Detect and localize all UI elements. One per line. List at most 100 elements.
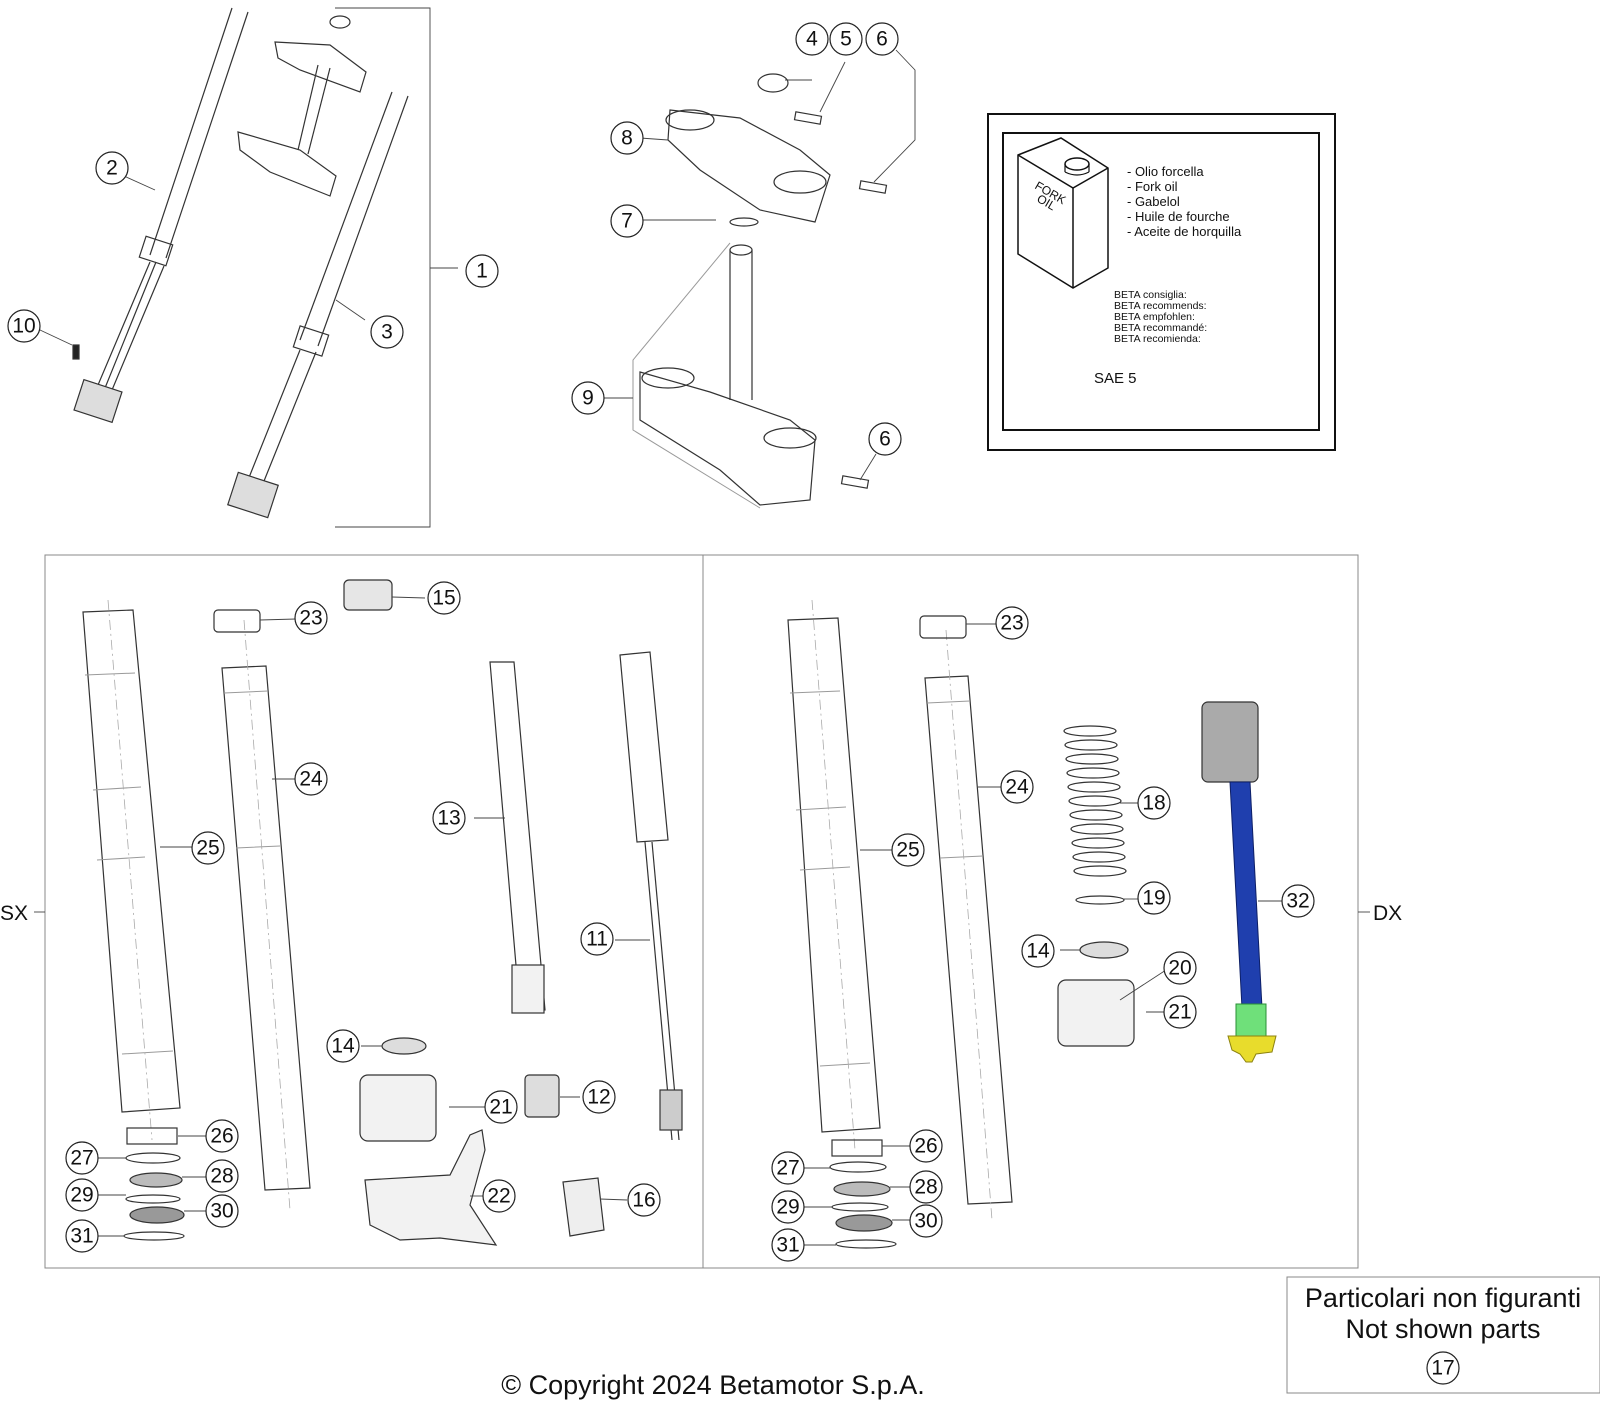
- oil-can-icon: FORK OIL: [1017, 137, 1109, 289]
- callout-4: 4: [795, 22, 829, 56]
- svg-text:21: 21: [489, 1096, 512, 1119]
- not-shown-line2: Not shown parts: [1345, 1314, 1540, 1344]
- not-shown-line1: Particolari non figuranti: [1305, 1283, 1581, 1313]
- callout-13: 13: [432, 801, 466, 835]
- svg-text:17: 17: [1431, 1357, 1454, 1380]
- callout-28b: 28: [909, 1170, 943, 1204]
- callout-bubbles: 1 2 3 4 5 6 7 8 9 6 10 23 15 24 25 13 11…: [7, 22, 1315, 1262]
- green-spring: [1235, 1003, 1267, 1037]
- callout-25a: 25: [191, 831, 225, 865]
- svg-text:20: 20: [1168, 957, 1191, 980]
- svg-text:14: 14: [1026, 940, 1050, 963]
- oil-name-de: - Gabelol: [1127, 194, 1180, 209]
- recommends-fr: BETA recommandé:: [1114, 322, 1207, 334]
- svg-text:28: 28: [914, 1176, 937, 1199]
- callout-30a: 30: [205, 1194, 239, 1228]
- svg-text:13: 13: [437, 807, 460, 830]
- callout-8: 8: [610, 121, 644, 155]
- svg-text:29: 29: [776, 1196, 799, 1219]
- svg-text:3: 3: [381, 321, 393, 344]
- recommends-en: BETA recommends:: [1114, 300, 1207, 312]
- svg-text:26: 26: [914, 1135, 937, 1158]
- right-leg-parts: [787, 599, 1277, 1249]
- svg-text:25: 25: [196, 837, 219, 860]
- callout-24a: 24: [294, 762, 328, 796]
- callout-24b: 24: [1000, 770, 1034, 804]
- svg-text:8: 8: [621, 127, 633, 150]
- svg-text:18: 18: [1142, 792, 1165, 815]
- svg-text:27: 27: [776, 1157, 799, 1180]
- callout-29b: 29: [771, 1190, 805, 1224]
- recommends-it: BETA consiglia:: [1114, 289, 1187, 301]
- oil-name-it: - Olio forcella: [1127, 164, 1204, 179]
- callout-23b: 23: [995, 606, 1029, 640]
- svg-text:11: 11: [586, 928, 608, 951]
- callout-26a: 26: [205, 1119, 239, 1153]
- side-label-sx: SX: [0, 902, 28, 925]
- callout-9: 9: [571, 381, 605, 415]
- left-leg-parts: [82, 579, 683, 1246]
- callout-20: 20: [1163, 951, 1197, 985]
- callout-23a: 23: [294, 601, 328, 635]
- callout-3: 3: [370, 315, 404, 349]
- right-leg-panel: [702, 554, 1359, 1269]
- callout-17: 17: [1426, 1351, 1460, 1385]
- recommends-es: BETA recomienda:: [1114, 333, 1201, 345]
- callout-14b: 14: [1021, 934, 1055, 968]
- callout-31a: 31: [65, 1219, 99, 1253]
- callout-16: 16: [627, 1183, 661, 1217]
- callout-32: 32: [1281, 884, 1315, 918]
- svg-text:12: 12: [587, 1086, 610, 1109]
- svg-text:5: 5: [840, 28, 852, 51]
- svg-text:15: 15: [432, 587, 455, 610]
- callout-27a: 27: [65, 1141, 99, 1175]
- oil-name-es: - Aceite de horquilla: [1127, 224, 1242, 239]
- callout-15: 15: [427, 581, 461, 615]
- callout-12: 12: [582, 1080, 616, 1114]
- svg-text:32: 32: [1286, 890, 1309, 913]
- svg-text:16: 16: [632, 1189, 655, 1212]
- svg-text:22: 22: [487, 1185, 510, 1208]
- callout-5: 5: [829, 22, 863, 56]
- svg-text:6: 6: [879, 428, 891, 451]
- not-shown-parts-box: Particolari non figuranti Not shown part…: [1286, 1276, 1600, 1394]
- callout-19: 19: [1137, 881, 1171, 915]
- callout-27b: 27: [771, 1151, 805, 1185]
- svg-text:28: 28: [210, 1165, 233, 1188]
- svg-text:21: 21: [1168, 1001, 1191, 1024]
- callout-6b: 6: [868, 422, 902, 456]
- svg-text:4: 4: [806, 28, 818, 51]
- callout-30b: 30: [909, 1204, 943, 1238]
- svg-text:23: 23: [299, 607, 322, 630]
- callout-7: 7: [610, 204, 644, 238]
- svg-text:1: 1: [476, 260, 488, 283]
- svg-text:27: 27: [70, 1147, 93, 1170]
- oil-name-fr: - Huile de fourche: [1127, 209, 1230, 224]
- triple-clamp-drawing: [602, 49, 916, 509]
- leader-lines: [98, 596, 1282, 1246]
- svg-text:10: 10: [12, 315, 35, 338]
- callout-21a: 21: [484, 1090, 518, 1124]
- callout-21b: 21: [1163, 995, 1197, 1029]
- side-label-dx: DX: [1373, 902, 1402, 925]
- callout-31b: 31: [771, 1228, 805, 1262]
- callout-28a: 28: [205, 1159, 239, 1193]
- callout-22: 22: [482, 1179, 516, 1213]
- svg-text:31: 31: [70, 1225, 93, 1248]
- copyright-text: © Copyright 2024 Betamotor S.p.A.: [501, 1370, 925, 1400]
- recommends-de: BETA empfohlen:: [1114, 311, 1195, 323]
- fork-assembly-drawing: [39, 7, 458, 528]
- svg-text:25: 25: [896, 839, 919, 862]
- svg-text:31: 31: [776, 1234, 799, 1257]
- svg-text:30: 30: [914, 1210, 937, 1233]
- callout-6: 6: [865, 22, 899, 56]
- svg-text:24: 24: [1005, 776, 1029, 799]
- callout-11: 11: [580, 922, 614, 956]
- fork-oil-box: FORK OIL - Olio forcella - Fork oil - Ga…: [987, 113, 1336, 451]
- svg-text:24: 24: [299, 768, 323, 791]
- callout-25b: 25: [891, 833, 925, 867]
- left-leg-panel: [44, 554, 704, 1269]
- svg-text:19: 19: [1142, 887, 1165, 910]
- svg-text:29: 29: [70, 1184, 93, 1207]
